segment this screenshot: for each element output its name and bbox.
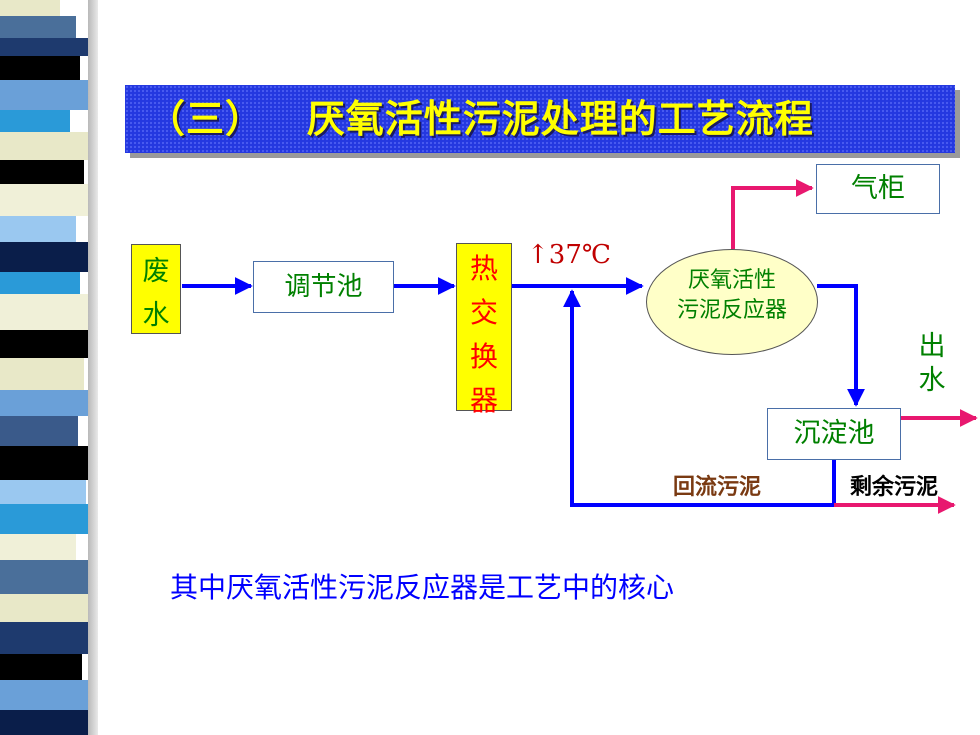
node-heat-exchanger-char-4: 器	[469, 384, 498, 417]
node-gas-holder: 气柜	[816, 164, 940, 214]
side-bar-stripe	[0, 358, 84, 390]
node-wastewater-char-2: 水	[142, 300, 170, 331]
node-reactor: 厌氧活性 污泥反应器	[646, 249, 818, 355]
outflow-label: 出 水	[912, 330, 952, 398]
side-bar-stripe	[0, 216, 76, 242]
outflow-label-char-2: 水	[918, 365, 946, 396]
side-bar-stripe	[0, 132, 88, 160]
side-bar-stripe	[0, 680, 92, 710]
side-bar-stripe	[0, 110, 70, 132]
temperature-label: ↑37℃	[527, 240, 611, 270]
side-bar-stripe	[0, 560, 92, 594]
node-heat-exchanger-char-1: 热	[469, 252, 498, 285]
node-wastewater: 废 水	[131, 244, 181, 334]
outflow-label-char-1: 出	[918, 331, 946, 362]
side-bar-stripe	[0, 80, 92, 110]
node-wastewater-char-1: 废	[142, 256, 170, 287]
side-bar-stripe	[0, 594, 88, 622]
node-heat-exchanger-char-2: 交	[469, 296, 498, 329]
node-settling-tank: 沉淀池	[767, 408, 901, 460]
arrow-reactor-to-gas	[731, 179, 814, 249]
arrow-return-sludge	[563, 289, 836, 507]
node-reactor-line-2: 污泥反应器	[676, 298, 787, 323]
return-sludge-label: 回流污泥	[673, 475, 762, 500]
bottom-caption: 其中厌氧活性污泥反应器是工艺中的核心	[170, 571, 675, 604]
side-bar-stripe	[0, 446, 92, 480]
arrow-reactor-to-settling	[817, 284, 865, 407]
side-bar-stripe	[0, 330, 88, 358]
side-bar-stripe	[0, 390, 92, 416]
title-banner: （三） 厌氧活性污泥处理的工艺流程	[125, 85, 955, 153]
side-bar-stripe	[0, 0, 60, 16]
side-bar-stripe	[0, 622, 92, 654]
side-bar-stripe	[0, 294, 92, 330]
side-bar-stripe	[0, 242, 90, 272]
node-regulating-tank: 调节池	[253, 261, 394, 313]
side-bar-shadow	[88, 0, 98, 735]
side-bar-stripe	[0, 16, 76, 38]
decorative-side-bar	[0, 0, 98, 735]
side-bar-stripe	[0, 184, 92, 216]
node-reactor-line-1: 厌氧活性	[687, 268, 776, 293]
node-heat-exchanger-char-3: 换	[469, 340, 498, 373]
side-bar-stripe	[0, 38, 88, 56]
side-bar-stripe	[0, 534, 76, 560]
side-bar-stripe	[0, 416, 78, 446]
side-bar-stripe	[0, 710, 88, 735]
node-heat-exchanger: 热 交 换 器	[456, 243, 512, 417]
page-title: （三） 厌氧活性污泥处理的工艺流程	[147, 97, 814, 141]
side-bar-stripe	[0, 480, 86, 504]
side-bar-stripe	[0, 160, 84, 184]
side-bar-stripe	[0, 504, 92, 534]
excess-sludge-label: 剩余污泥	[850, 475, 939, 500]
side-bar-stripe	[0, 56, 80, 80]
side-bar-stripe	[0, 272, 80, 294]
side-bar-stripe	[0, 654, 82, 680]
